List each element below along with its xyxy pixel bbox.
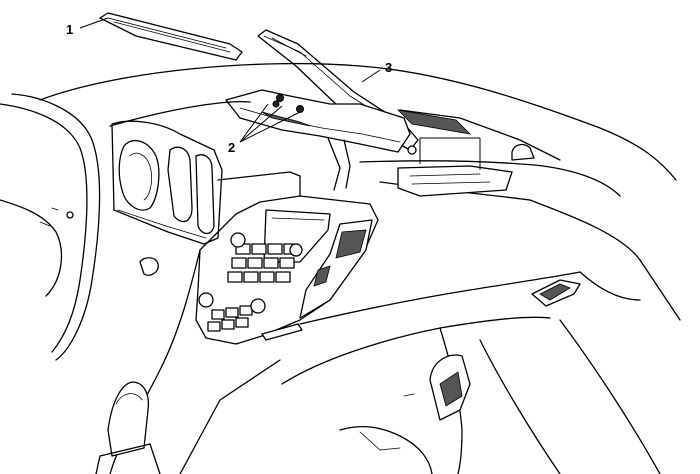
screw-a-icon xyxy=(276,94,284,102)
screw-b-icon xyxy=(272,100,280,108)
volume-knob-icon xyxy=(230,232,246,248)
passenger-dash xyxy=(281,271,661,474)
hvac-knob-right-icon xyxy=(250,298,266,314)
radio-buttons xyxy=(207,243,299,332)
callout-3-label: 3 xyxy=(385,60,392,75)
callout-1-label: 1 xyxy=(66,22,73,37)
part-1-trim-panel xyxy=(99,12,243,61)
console-shifter xyxy=(95,359,281,474)
dashboard-top xyxy=(39,62,681,321)
callout-leaders xyxy=(79,17,381,143)
screw-c-icon xyxy=(296,105,304,113)
tune-knob-icon xyxy=(289,243,303,257)
steering-wheel xyxy=(0,93,101,361)
callout-2-label: 2 xyxy=(228,140,235,155)
hvac-knob-left-icon xyxy=(198,292,214,308)
instrument-cluster xyxy=(111,120,223,276)
part-2-bracket xyxy=(225,89,417,191)
center-stack xyxy=(109,171,379,474)
